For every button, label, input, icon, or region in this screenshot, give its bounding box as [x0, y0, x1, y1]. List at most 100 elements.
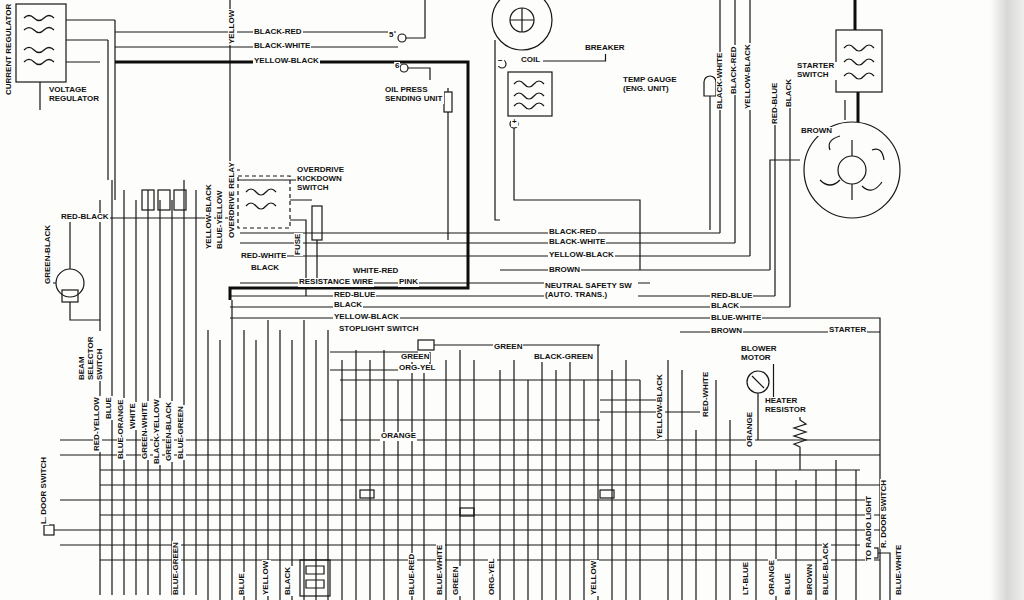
wire-label: BLACK-WHITE — [253, 42, 311, 51]
component-label: BEAM SELECTOR SWITCH — [78, 330, 106, 382]
wire-label: BLUE-WHITE — [710, 314, 762, 323]
component-label: NEUTRAL SAFETY SW (AUTO. TRANS.) — [544, 282, 639, 301]
wire-connector — [773, 364, 774, 397]
component-label: TEMP GAUGE (ENG. UNIT) — [622, 76, 703, 95]
wire-color-label: YELLOW — [590, 560, 599, 596]
component-label: HEATER RESISTOR — [764, 397, 815, 416]
component-label: STOPLIGHT SWITCH — [338, 325, 421, 335]
wire-color-label: BLUE-WHITE — [436, 544, 445, 596]
wire-color-label: RED-WHITE — [702, 371, 711, 418]
wire-label: YELLOW-BLACK — [333, 313, 400, 322]
component-name: TEMP GAUGE (ENG. UNIT) — [622, 76, 702, 94]
component-name: BLOWER MOTOR — [740, 345, 782, 363]
wire-color-label: BLACK-YELLOW — [153, 398, 162, 465]
wire-label: WHITE-RED — [352, 267, 399, 276]
component-name: R. DOOR SWITCH — [880, 479, 889, 549]
wire-label: 6 — [394, 62, 400, 71]
wire-label: BLACK-RED — [548, 228, 598, 237]
wire-label: BLACK — [250, 264, 280, 273]
wire-color-label: BLUE-WHITE — [895, 544, 904, 596]
component-name: FUSE — [294, 233, 303, 256]
wire-label: BROWN — [800, 127, 833, 136]
wire-color-label: GREEN-BLACK — [165, 401, 174, 462]
wire-color-label: BLACK — [284, 566, 293, 596]
wire-label: YELLOW-BLACK — [548, 251, 615, 260]
wire-label: BROWN — [710, 327, 743, 336]
wire-label: PINK — [398, 278, 419, 287]
wire-color-label: BLUE-BLACK — [822, 542, 831, 596]
wire-label: 5 — [388, 31, 394, 40]
component-name: OIL PRESS SENDING UNIT — [384, 86, 444, 104]
wire-label: BROWN — [548, 266, 581, 275]
component-name: VOLTAGE REGULATOR — [48, 86, 106, 104]
wire-color-label: ORG-YEL — [488, 558, 497, 596]
wire-label: + — [511, 118, 518, 127]
wire-color-label: BLACK-WHITE — [716, 52, 725, 110]
component-name: NEUTRAL SAFETY SW (AUTO. TRANS.) — [544, 282, 638, 300]
wire-color-label: ORANGE — [768, 559, 777, 596]
wire-color-label: BLACK — [785, 78, 794, 108]
component-label: BREAKER — [584, 44, 627, 54]
wire-label: RED-BLUE — [333, 291, 376, 300]
component-name: HEATER RESISTOR — [764, 397, 814, 415]
component-name: STOPLIGHT SWITCH — [338, 325, 419, 334]
component-name: L. DOOR SWITCH — [40, 456, 49, 525]
wire-color-label: BLUE-ORANGE — [117, 398, 126, 460]
wire-color-label: RED-BLUE — [771, 82, 780, 125]
wire-color-label: BROWN — [806, 563, 815, 596]
wire-label: − — [497, 57, 504, 66]
wire-label: RESISTANCE WIRE — [298, 278, 374, 287]
component-name: BREAKER — [584, 44, 626, 53]
wire-label: GREEN — [493, 343, 523, 352]
wire-color-label: BLUE — [105, 396, 114, 420]
wire-label: ORANGE — [380, 432, 417, 441]
component-label: OVERDRIVE KICKDOWN SWITCH — [296, 166, 371, 194]
wire-color-label: YELLOW-BLACK — [744, 43, 753, 110]
wire-color-label: BLACK-RED — [730, 45, 739, 95]
component-name: COIL — [520, 56, 541, 65]
wire-label: BLACK — [333, 301, 363, 310]
wire-color-label: YELLOW — [228, 9, 237, 45]
wire-color-label: GREEN-WHITE — [141, 401, 150, 460]
component-label: L. DOOR SWITCH — [40, 455, 50, 526]
wire-color-label: BLUE-GREEN — [172, 541, 181, 596]
component-label: OIL PRESS SENDING UNIT — [384, 86, 445, 105]
wire-color-label: BLUE-RED — [408, 553, 417, 596]
wire-color-label: ORANGE — [746, 411, 755, 448]
wire-label: RED-BLACK — [60, 213, 110, 222]
wire-color-label: BLUE-YELLOW — [216, 189, 225, 250]
component-label: BLOWER MOTOR — [740, 345, 783, 364]
wire-label: BLACK — [710, 302, 740, 311]
wire-color-label: GREEN-BLACK — [44, 224, 53, 285]
wire-label: BLACK-WHITE — [548, 238, 606, 247]
wire-color-label: LT-BLUE — [742, 561, 751, 596]
wire-color-label: YELLOW-BLACK — [656, 373, 665, 440]
component-name: BEAM SELECTOR SWITCH — [78, 331, 104, 381]
component-label: FUSE — [294, 232, 304, 257]
component-label: R. DOOR SWITCH — [880, 478, 890, 550]
wire-label: GREEN — [400, 353, 430, 362]
wire-label: ORG-YEL — [398, 364, 436, 373]
wire-label: RED-BLUE — [710, 292, 753, 301]
wire-color-label: BLUE — [784, 572, 793, 596]
wire-color-label: TO RADIO LIGHT — [865, 495, 874, 562]
wire-connector — [238, 179, 296, 180]
wire-connector — [543, 54, 606, 61]
component-label: COIL — [520, 56, 543, 66]
wire-color-label: BLUE — [238, 572, 247, 596]
wire-color-label: RED-YELLOW — [93, 396, 102, 452]
wire-label: RED-WHITE — [240, 252, 287, 261]
component-name: OVERDRIVE RELAY — [228, 161, 237, 239]
wire-color-label: GREEN — [452, 566, 461, 596]
component-name: STARTER SWITCH — [796, 62, 842, 80]
component-name: OVERDRIVE KICKDOWN SWITCH — [296, 166, 370, 192]
wire-color-label: YELLOW — [262, 560, 271, 596]
wire-label: BLACK-GREEN — [533, 353, 594, 362]
component-name: CURRENT REGULATOR — [5, 3, 14, 96]
component-label: OVERDRIVE RELAY — [228, 160, 238, 240]
component-label: CURRENT REGULATOR VOLTAGE REGULATOR — [2, 2, 107, 105]
wire-color-label: BLUE-GREEN — [177, 405, 186, 460]
wire-label: BLACK-RED — [253, 28, 303, 37]
component-label: STARTER SWITCH — [796, 62, 843, 81]
wire-label: YELLOW-BLACK — [253, 57, 320, 66]
